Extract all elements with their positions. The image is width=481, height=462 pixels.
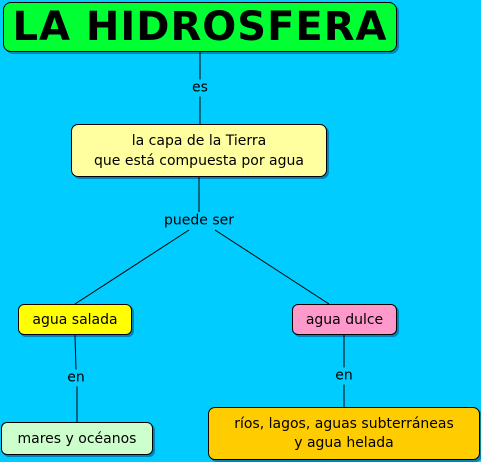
definition-line-2: que está compuesta por agua <box>94 152 304 169</box>
agua-dulce-node[interactable]: agua dulce <box>292 304 397 335</box>
link-label-puede-ser: puede ser <box>162 212 236 230</box>
definition-line-1: la capa de la Tierra <box>131 132 267 149</box>
agua-dulce-label: agua dulce <box>305 311 384 328</box>
mares-oceanos-label: mares y océanos <box>17 430 137 447</box>
rios-lagos-line-1: ríos, lagos, aguas subterráneas <box>234 415 454 432</box>
agua-salada-label: agua salada <box>32 311 118 328</box>
definition-text: la capa de la Tierra que está compuesta … <box>94 131 304 171</box>
rios-lagos-text: ríos, lagos, aguas subterráneas y agua h… <box>234 415 454 453</box>
link-label-en-dulce: en <box>333 367 355 385</box>
connector-puede-ser-to-dulce <box>214 229 330 305</box>
connector-salada-to-en <box>74 334 77 371</box>
rios-lagos-node[interactable]: ríos, lagos, aguas subterráneas y agua h… <box>208 407 480 460</box>
rios-lagos-line-2: y agua helada <box>294 434 394 451</box>
title-node[interactable]: LA HIDROSFERA <box>3 2 397 52</box>
connector-puede-ser-to-salada <box>74 229 190 305</box>
title-text: LA HIDROSFERA <box>12 4 388 50</box>
agua-salada-node[interactable]: agua salada <box>18 304 132 335</box>
mares-oceanos-node[interactable]: mares y océanos <box>1 422 153 455</box>
link-label-es: es <box>190 79 210 97</box>
link-label-en-salada: en <box>65 369 87 387</box>
definition-node[interactable]: la capa de la Tierra que está compuesta … <box>71 124 327 177</box>
